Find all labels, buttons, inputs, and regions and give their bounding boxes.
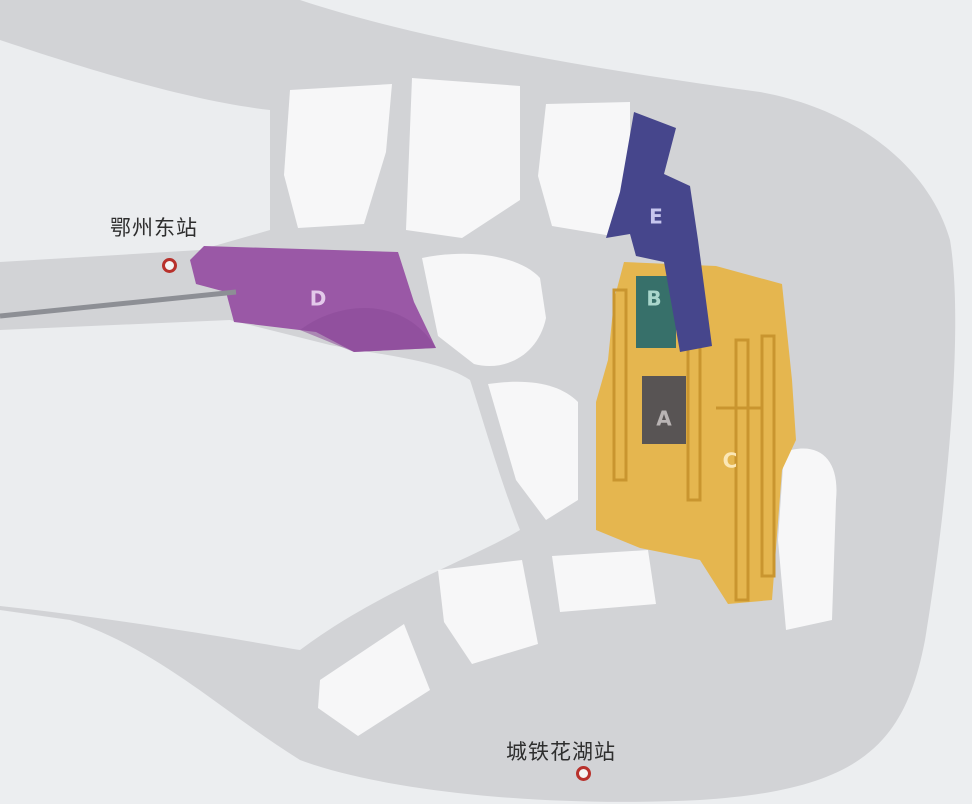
block [778,448,837,630]
zone-label-D: D [310,287,327,311]
block [438,560,538,664]
block [422,253,546,367]
zone-B [636,276,676,348]
station-marker-huahu[interactable] [576,766,591,781]
rail-line [0,289,237,319]
zone-C-rails [612,288,776,602]
open-area-west [0,40,270,262]
station-marker-ezhou-east[interactable] [162,258,177,273]
zone-label-B: B [646,287,661,311]
zone-label-E: E [649,205,663,229]
station-label-ezhou-east: 鄂州东站 [110,216,198,240]
block [284,84,392,228]
zone-label-C: C [723,449,738,473]
zone-label-A: A [656,407,672,431]
block [552,550,656,612]
block [538,102,630,236]
open-area-southwest [0,320,520,650]
block [318,624,430,736]
zone-E [606,112,712,352]
block [406,78,520,238]
zone-A [642,376,686,444]
station-label-huahu: 城铁花湖站 [506,740,616,764]
zone-D-shade [300,308,436,352]
block [488,381,578,520]
